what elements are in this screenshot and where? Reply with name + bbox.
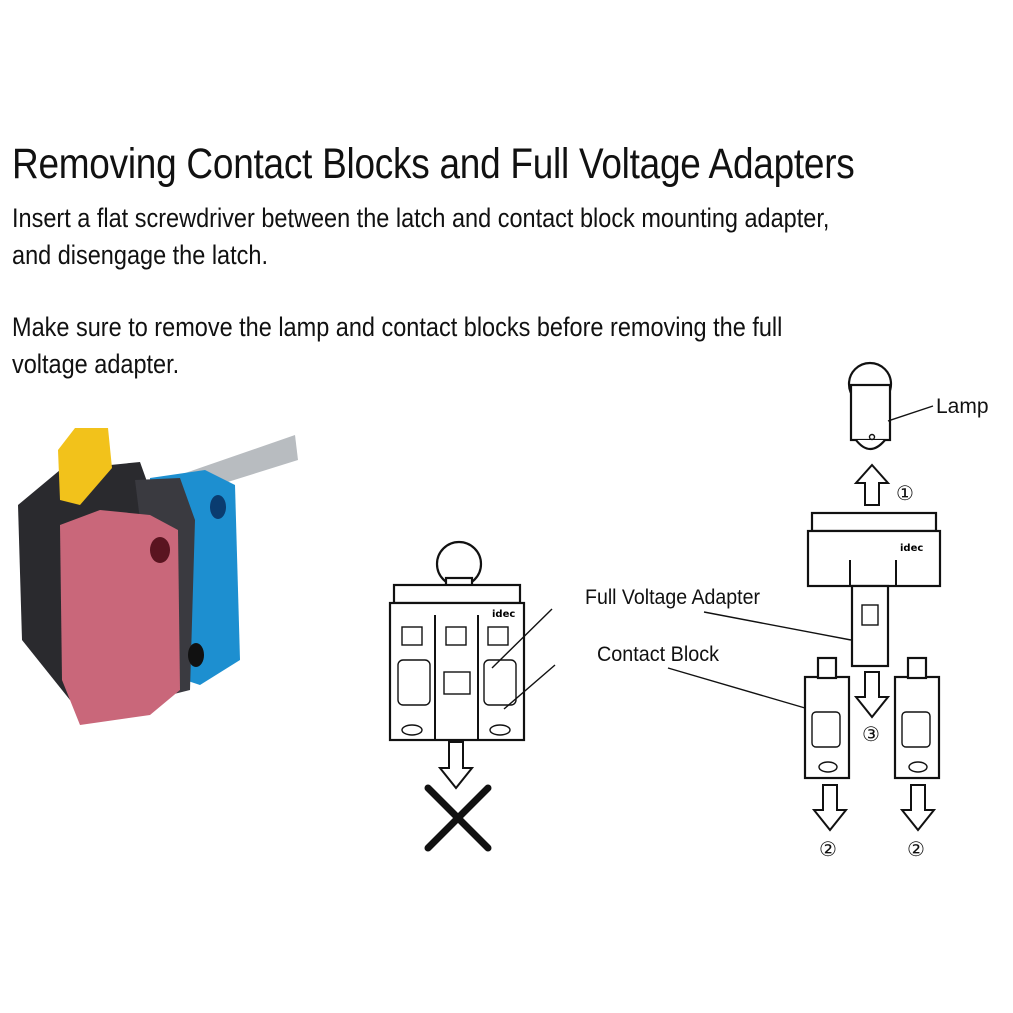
terminal-hole — [188, 643, 204, 667]
paragraph-line: Make sure to remove the lamp and contact… — [12, 312, 783, 342]
full-voltage-adapter-part — [806, 529, 942, 588]
adapter-top — [392, 583, 522, 605]
step-3-marker: ③ — [862, 722, 880, 746]
brand-mark: idec — [492, 609, 515, 620]
up-arrow — [853, 463, 891, 506]
contact-block-part — [803, 675, 851, 780]
yellow-latch — [58, 428, 112, 505]
instruction-paragraph-2: Make sure to remove the lamp and contact… — [12, 309, 782, 383]
full-voltage-adapter-label: Full Voltage Adapter — [585, 586, 760, 609]
paragraph-line: and disengage the latch. — [12, 240, 268, 270]
adapter-stem — [850, 584, 890, 668]
down-arrow — [811, 784, 849, 832]
brand-mark: idec — [900, 543, 923, 554]
step-1-marker: ① — [896, 481, 914, 505]
callouts: Lamp Full Voltage Adapter Contact Block — [491, 395, 989, 710]
page-title: Removing Contact Blocks and Full Voltage… — [12, 140, 855, 188]
down-arrow — [437, 741, 475, 790]
correct-removal-diagram: idec ① ③ ② ② — [803, 361, 942, 861]
contact-block-photo — [18, 428, 298, 725]
red-block — [60, 510, 180, 725]
step-2-marker: ② — [819, 837, 837, 861]
paragraph-line: voltage adapter. — [12, 349, 180, 379]
contact-block-label: Contact Block — [597, 643, 719, 666]
paragraph-line: Insert a flat screwdriver between the la… — [12, 203, 830, 233]
lamp-label: Lamp — [936, 395, 989, 418]
down-arrow — [899, 784, 937, 832]
cross-mark-icon — [424, 784, 492, 852]
lamp-body — [849, 383, 892, 442]
incorrect-removal-diagram: idec — [388, 540, 526, 852]
adapter-top — [810, 511, 938, 533]
step-2-marker: ② — [907, 837, 925, 861]
blue-block-hole — [210, 495, 226, 519]
instruction-paragraph-1: Insert a flat screwdriver between the la… — [12, 200, 829, 274]
red-block-hole — [150, 537, 170, 563]
down-arrow — [853, 671, 891, 719]
